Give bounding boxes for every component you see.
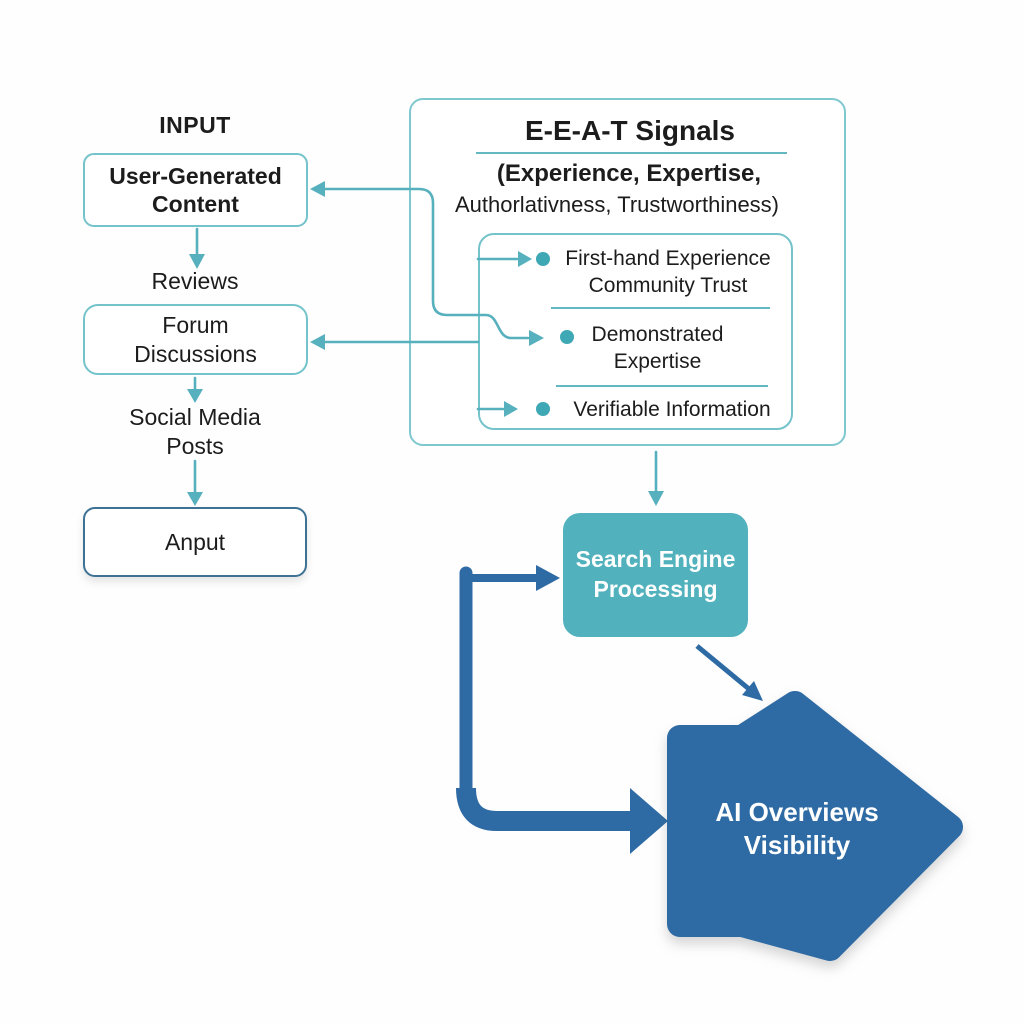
- forum-discussions-node: Forum Discussions: [83, 304, 308, 375]
- user-generated-content-node: User-Generated Content: [83, 153, 308, 227]
- connector-branch-first-hand-arrow: [478, 251, 532, 267]
- reviews-label: Reviews: [151, 268, 239, 294]
- ai-overviews-shape: [680, 704, 950, 948]
- eeat-panel-title: E-E-A-T Signals: [524, 115, 735, 146]
- signal-item-first-hand-experience: First-hand Experience Community Trust: [565, 247, 771, 298]
- bullet-icon: [536, 402, 550, 416]
- connector-eeat-to-ugc-arrow: [310, 181, 544, 346]
- connector-branch-verifiable-arrow: [478, 401, 518, 417]
- anput-node: Anput: [83, 507, 307, 577]
- signal-item-verifiable-information: Verifiable Information: [573, 398, 771, 421]
- eeat-subtitle-regular: Authorlativness, Trustworthiness): [454, 192, 780, 217]
- signal-item-demonstrated-expertise: Demonstrated Expertise: [591, 323, 724, 374]
- bullet-icon: [560, 330, 574, 344]
- connector-bracket-to-search-arrow: [471, 565, 560, 591]
- eeat-subtitle-bold: (Experience, Expertise,: [496, 160, 762, 187]
- search-engine-processing-node: Search Engine Processing: [563, 513, 748, 637]
- connector-social-to-anput-arrow: [187, 461, 203, 506]
- connector-eeat-to-search-arrow: [648, 452, 664, 506]
- connector-ugc-to-reviews-arrow: [189, 229, 205, 269]
- ai-overviews-visibility-label: AI Overviews Visibility: [715, 797, 879, 861]
- bullet-icon: [536, 252, 550, 266]
- social-media-posts-label: Social Media Posts: [129, 404, 261, 459]
- connector-forum-to-social-arrow: [187, 378, 203, 403]
- connector-search-to-ai-arrow: [697, 646, 763, 701]
- connector-bracket-to-ai-arrow: [466, 788, 668, 854]
- input-column-header: INPUT: [159, 112, 231, 138]
- connector-eeat-to-forum-arrow: [310, 334, 478, 350]
